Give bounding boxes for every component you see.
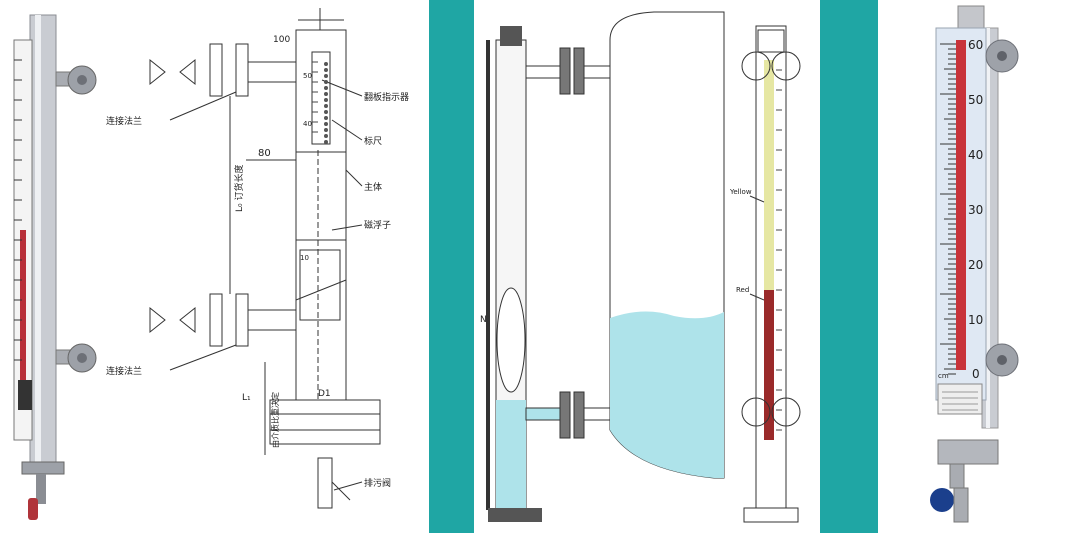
photo-drain-valve bbox=[28, 498, 38, 520]
scale-label: 50 bbox=[968, 93, 983, 107]
scale-label: 20 bbox=[968, 258, 983, 272]
teal-divider-left bbox=[429, 0, 474, 533]
drain-valve-handle bbox=[930, 488, 954, 512]
label-n: N bbox=[480, 315, 487, 325]
label-flange-bottom: 连接法兰 bbox=[106, 365, 142, 377]
scale-labels: 60 50 40 30 20 10 0 cm bbox=[938, 38, 983, 381]
label-red: Red bbox=[736, 286, 749, 294]
label-drain: 排污阀 bbox=[364, 477, 391, 489]
scale-label: 30 bbox=[968, 203, 983, 217]
indicator-yellow bbox=[764, 60, 774, 290]
tank-liquid bbox=[610, 311, 724, 478]
panel-gauge-photo: 60 50 40 30 20 10 0 cm bbox=[878, 0, 1080, 533]
scale-label: 60 bbox=[968, 38, 983, 52]
principle-svg: Yellow Red N bbox=[480, 11, 801, 523]
scale-label: 10 bbox=[968, 313, 983, 327]
dim-d1: D1 bbox=[318, 389, 331, 399]
scale-40: 40 bbox=[303, 120, 312, 128]
scale-label: 0 bbox=[972, 367, 980, 381]
indicator-red bbox=[764, 290, 774, 440]
label-ruler: 标尺 bbox=[364, 135, 382, 147]
panel-technical-drawing: 100 80 L₀ 订货长度 L₁ 由介质比重决定 D1 50 40 10 连接… bbox=[0, 0, 429, 533]
scale-ticks bbox=[940, 43, 956, 375]
scale-10: 10 bbox=[300, 254, 309, 262]
red-level-column bbox=[956, 40, 966, 370]
scale-label: 40 bbox=[968, 148, 983, 162]
nameplate bbox=[937, 383, 983, 415]
label-body: 主体 bbox=[364, 181, 382, 193]
float-magnet bbox=[496, 287, 526, 393]
panel-principle-diagram: Yellow Red N bbox=[474, 0, 820, 533]
label-yellow: Yellow bbox=[729, 188, 752, 196]
scale-50: 50 bbox=[303, 72, 312, 80]
gauge-photo-svg: 60 50 40 30 20 10 0 cm bbox=[930, 5, 1019, 523]
dim-bottom-note: 由介质比重决定 bbox=[270, 392, 280, 448]
dim-top: 100 bbox=[273, 35, 290, 45]
label-flange-top: 连接法兰 bbox=[106, 115, 142, 127]
photo-gauge bbox=[13, 14, 97, 520]
drawing-lines bbox=[149, 8, 381, 509]
technical-drawing-svg: 100 80 L₀ 订货长度 L₁ 由介质比重决定 D1 50 40 10 连接… bbox=[13, 8, 409, 520]
dim-length-label: L₀ 订货长度 bbox=[233, 165, 245, 212]
unit-label: cm bbox=[938, 372, 949, 380]
chamber-liquid bbox=[496, 400, 526, 510]
dim-side: 80 bbox=[258, 148, 271, 159]
gauge-red-column bbox=[20, 230, 26, 380]
label-float: 磁浮子 bbox=[364, 219, 391, 231]
teal-divider-right bbox=[820, 0, 878, 533]
label-indicator: 翻板指示器 bbox=[364, 91, 409, 103]
dim-bottom: L₁ bbox=[242, 393, 251, 403]
